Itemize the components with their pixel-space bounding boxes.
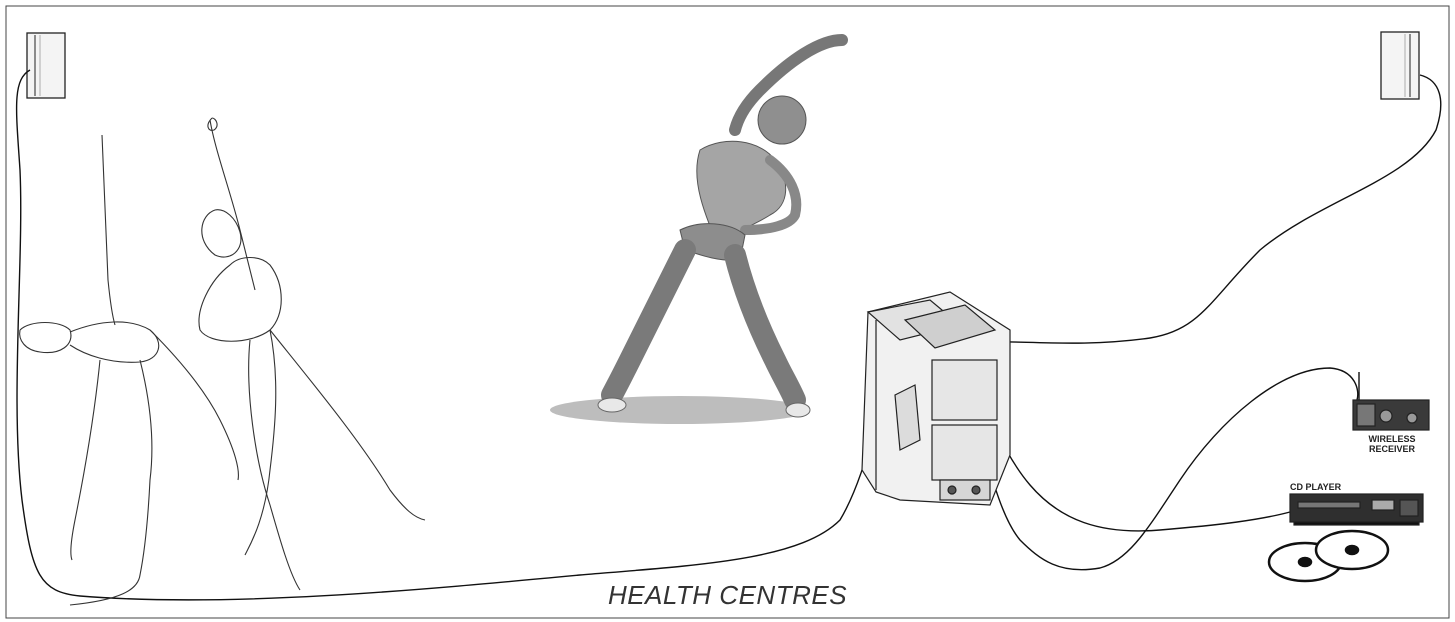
portable-pa-speaker-icon [862,292,1010,505]
speaker-left-icon [27,33,65,98]
stretching-woman-figure [550,40,842,424]
cable-left-speaker [17,70,960,600]
frame-border [6,6,1449,618]
cd-player-icon [1290,494,1423,525]
line-art-dancer-back [199,118,425,590]
compact-disc-icon [1269,531,1388,581]
figure-shadow [550,396,810,424]
cd-player-label: CD PLAYER [1290,482,1370,492]
diagram-title: HEALTH CENTRES [0,580,1455,611]
wireless-receiver-icon [1353,372,1429,430]
wireless-receiver-label-line1: WIRELESS [1352,434,1432,444]
speaker-right-icon [1381,32,1419,99]
wireless-receiver-label-line2: RECEIVER [1352,444,1432,454]
cable-wireless-receiver [970,355,1358,570]
line-art-dancer-front [20,135,239,605]
cable-right-speaker [975,75,1441,343]
